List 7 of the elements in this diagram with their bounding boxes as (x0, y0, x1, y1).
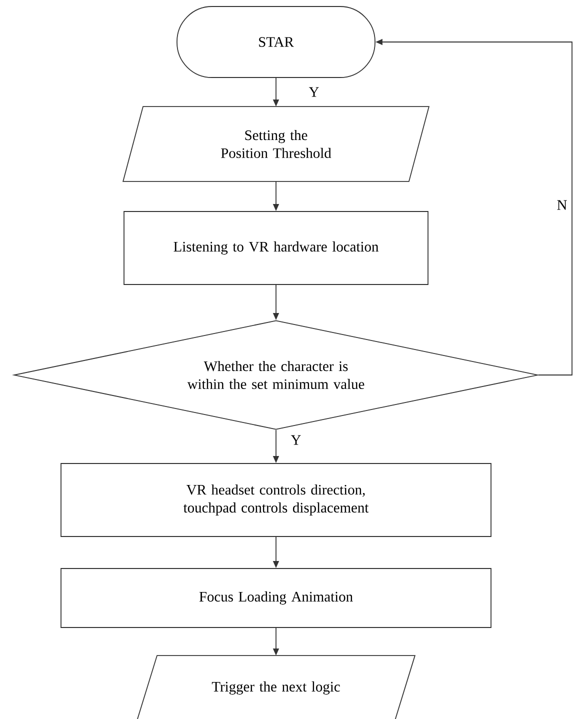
process-box: VR headset controls direction, touchpad controls displacement (60, 463, 492, 537)
process-box: Focus Loading Animation (60, 568, 492, 628)
edge-label: Y (290, 434, 302, 446)
edge-label: N (556, 199, 568, 211)
edge-label: Y (308, 86, 320, 98)
process-box: Listening to VR hardware location (124, 211, 428, 285)
start-terminal: STAR (176, 6, 376, 78)
